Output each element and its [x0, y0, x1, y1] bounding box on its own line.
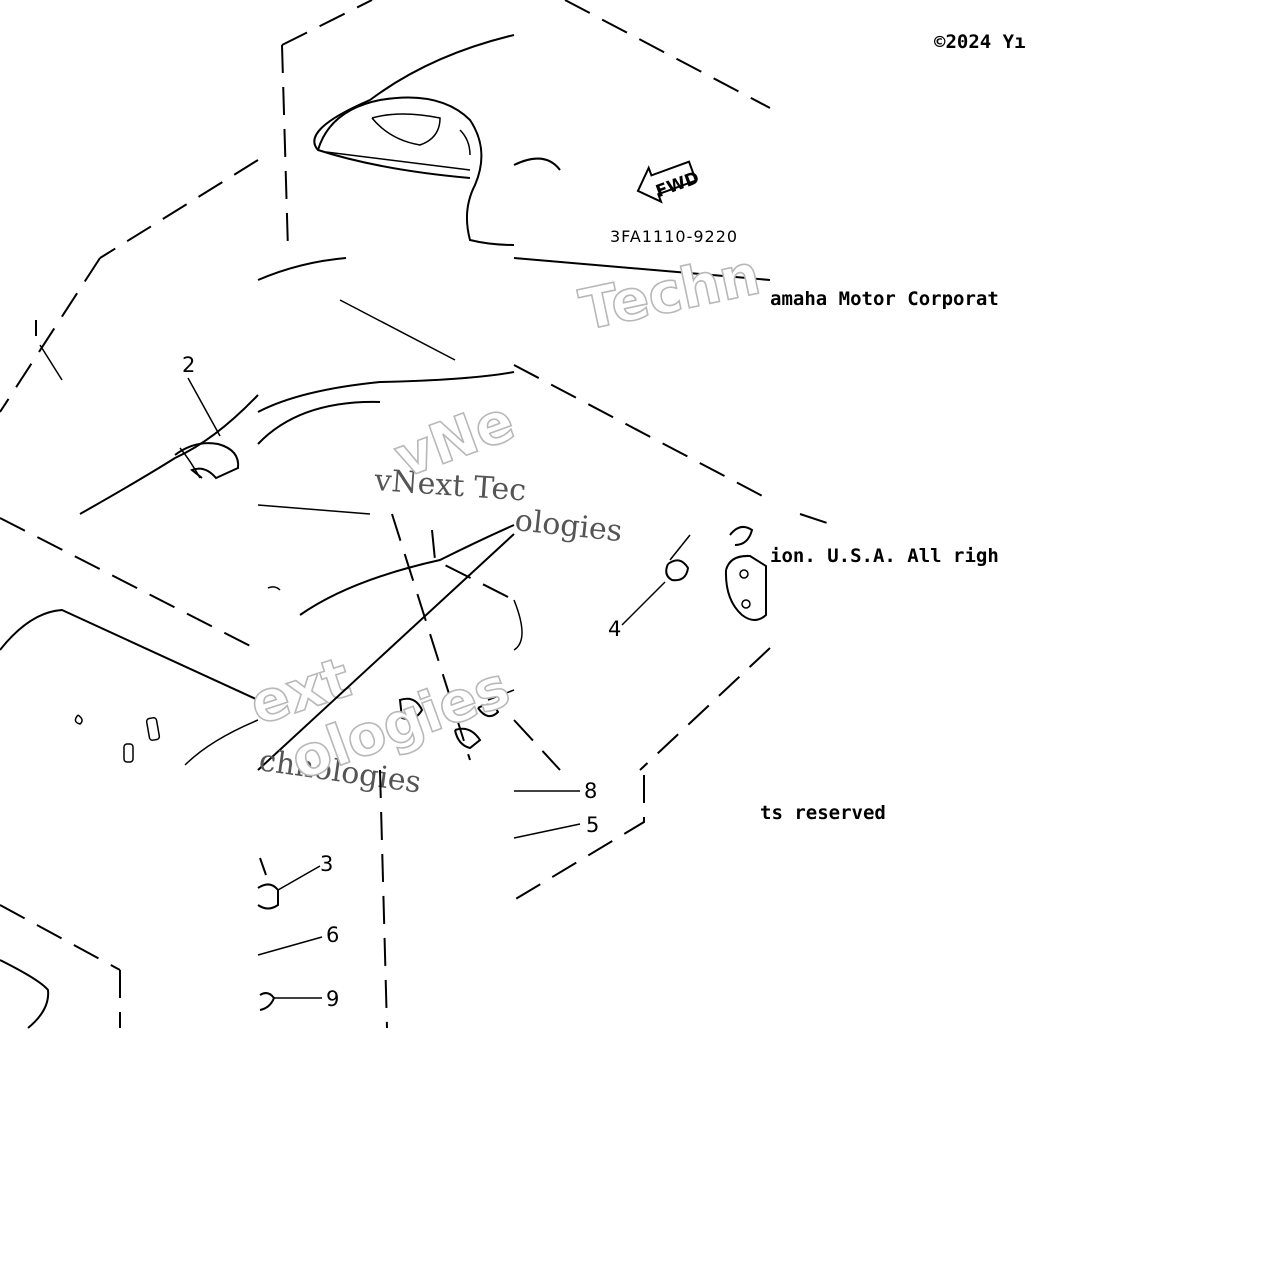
- diagram-part-number: 3FA1110-9220: [610, 227, 738, 246]
- seat-right-middle: 4: [513, 513, 831, 771]
- seat-left-bottom: [0, 904, 121, 1029]
- callout-8: 8: [584, 779, 597, 803]
- seat-left-upper: 2: [0, 159, 259, 515]
- callout-3: 3: [320, 852, 333, 876]
- seat-center-upper: vNext Tec vNe: [257, 257, 527, 515]
- copyright-line-2: amaha Motor Corporat: [770, 288, 999, 310]
- fwd-arrow-icon: [636, 160, 698, 204]
- fwd-tile: FWD 3FA1110-9220: [513, 0, 771, 246]
- watermark-serif-b: ologies: [513, 503, 624, 549]
- watermark-outline-a: Techn: [574, 242, 765, 343]
- callout-5: 5: [586, 813, 599, 837]
- copyright-block: ©2024 Yı amaha Motor Corporat ion. U.S.A…: [760, 31, 1026, 824]
- seat-top-illustration: [281, 0, 515, 251]
- copyright-line-1: ©2024 Yı: [934, 31, 1026, 53]
- callout-6: 6: [326, 923, 339, 947]
- seat-center-bottom: 3 6 9: [257, 769, 388, 1029]
- copyright-line-3: ion. U.S.A. All righ: [770, 545, 999, 567]
- copyright-line-4: ts reserved: [760, 802, 886, 824]
- callout-2: 2: [182, 353, 195, 377]
- callout-4: 4: [608, 617, 621, 641]
- callout-9: 9: [326, 987, 339, 1011]
- fwd-label: FWD: [653, 168, 702, 202]
- seat-right-upper: Techn: [513, 242, 771, 501]
- seat-center-middle: ologies chnologies ologies: [257, 503, 624, 800]
- seat-right-bottom: 8 5: [513, 775, 645, 901]
